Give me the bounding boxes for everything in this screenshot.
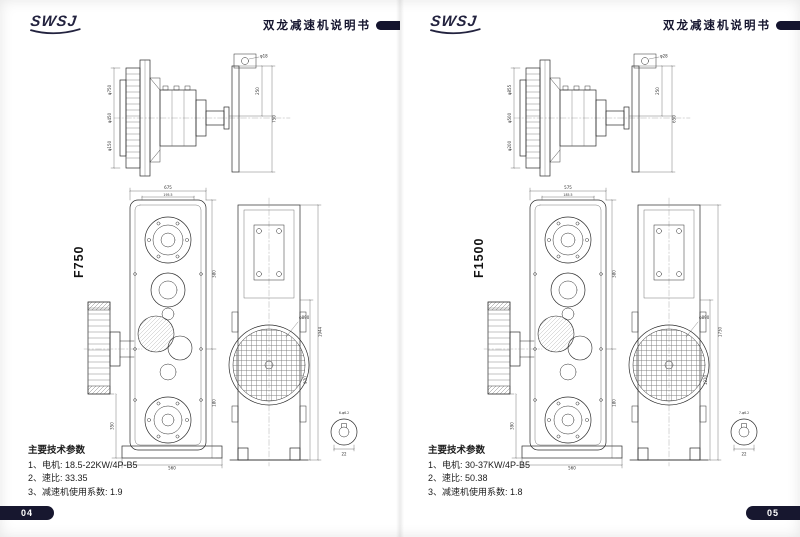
dim-label: 7-φ6.2 <box>739 411 749 415</box>
dim-label: 750 <box>272 115 277 123</box>
dim-label: 185.5 <box>563 193 572 197</box>
dim-label: φ150 <box>107 140 112 151</box>
dim-label: 195.5 <box>163 193 172 197</box>
brand-logo-text: SWSJ <box>29 13 79 30</box>
page-number: 05 <box>766 508 779 518</box>
specs-section: 主要技术参数 1、电机: 30-37KW/4P-B5 2、速比: 50.38 3… <box>428 444 530 499</box>
dim-label: 22 <box>341 452 347 457</box>
dim-label: 970 <box>303 376 308 384</box>
dim-label: 1944 <box>318 326 323 337</box>
spec-line: 2、速比: 33.35 <box>28 473 88 483</box>
dim-label: 250 <box>255 87 260 95</box>
dim-label: φ855 <box>507 84 512 95</box>
page-number-badge: 05 <box>746 506 800 520</box>
page-left: SWSJ 双龙减速机说明书 F750 φ750 φ450 φ150 250 75… <box>0 13 400 520</box>
logo-swoosh-icon <box>29 28 81 35</box>
dim-label: 180 <box>612 399 617 407</box>
dim-label: 675 <box>164 185 172 190</box>
page-header: SWSJ 双龙减速机说明书 <box>0 13 400 40</box>
page-number: 04 <box>20 508 33 518</box>
dim-label: 560 <box>568 466 576 471</box>
dim-label: φ890 <box>699 315 710 320</box>
drawing-art-instance <box>84 54 357 468</box>
specs-heading: 主要技术参数 <box>428 445 486 456</box>
specs-section: 主要技术参数 1、电机: 18.5-22KW/4P-B5 2、速比: 33.35… <box>28 444 138 499</box>
dim-label: 250 <box>655 87 660 95</box>
dim-label: φ200 <box>507 140 512 151</box>
dim-label: φ18 <box>260 54 268 59</box>
page-right: SWSJ 双龙减速机说明书 F1500 φ855 φ500 φ200 250 6… <box>400 0 800 537</box>
dim-label: 1210 <box>703 374 708 385</box>
dim-label: φ450 <box>107 112 112 123</box>
dim-label: 180 <box>212 399 217 407</box>
dim-label: 575 <box>564 185 572 190</box>
drawing-art-instance <box>484 54 757 468</box>
dim-label: 390 <box>510 422 515 430</box>
specs-heading: 主要技术参数 <box>28 445 86 456</box>
page-number-badge: 04 <box>0 506 54 520</box>
dim-label: φ890 <box>299 315 310 320</box>
header-title-group: 双龙减速机说明书 <box>263 17 400 33</box>
header-title-group: 双龙减速机说明书 <box>663 17 800 33</box>
header-title: 双龙减速机说明书 <box>263 20 371 32</box>
dim-label: φ500 <box>507 112 512 123</box>
header-accent-bar <box>376 20 400 30</box>
spec-line: 3、减速机使用系数: 1.9 <box>28 486 123 497</box>
dim-label: 380 <box>612 270 617 278</box>
brand-logo-text: SWSJ <box>429 13 479 30</box>
logo-swoosh-icon <box>429 28 481 35</box>
spec-line: 3、减速机使用系数: 1.8 <box>428 486 523 497</box>
engineering-drawing: φ750 φ450 φ150 250 750 φ18 675 195.5 350… <box>76 54 366 471</box>
brand-logo: SWSJ <box>28 13 83 36</box>
dim-label: φ750 <box>107 84 112 95</box>
page-header: SWSJ 双龙减速机说明书 <box>400 13 800 40</box>
dim-label: 350 <box>110 422 115 430</box>
spec-line: 2、速比: 50.38 <box>428 473 488 483</box>
dim-label: 650 <box>672 115 677 123</box>
header-title: 双龙减速机说明书 <box>663 20 771 32</box>
dim-label: 6-φ6.2 <box>339 411 349 415</box>
dim-label: 1730 <box>718 326 723 337</box>
spec-line: 1、电机: 18.5-22KW/4P-B5 <box>28 459 138 470</box>
dim-label: 380 <box>212 270 217 278</box>
dim-label: 560 <box>168 466 176 471</box>
header-accent-bar <box>776 20 800 30</box>
engineering-drawing: φ855 φ500 φ200 250 650 φ28 575 185.5 390… <box>476 54 766 471</box>
dim-label: 22 <box>741 452 747 457</box>
dim-label: φ28 <box>660 54 668 59</box>
brand-logo: SWSJ <box>428 13 483 36</box>
spec-line: 1、电机: 30-37KW/4P-B5 <box>428 459 531 470</box>
